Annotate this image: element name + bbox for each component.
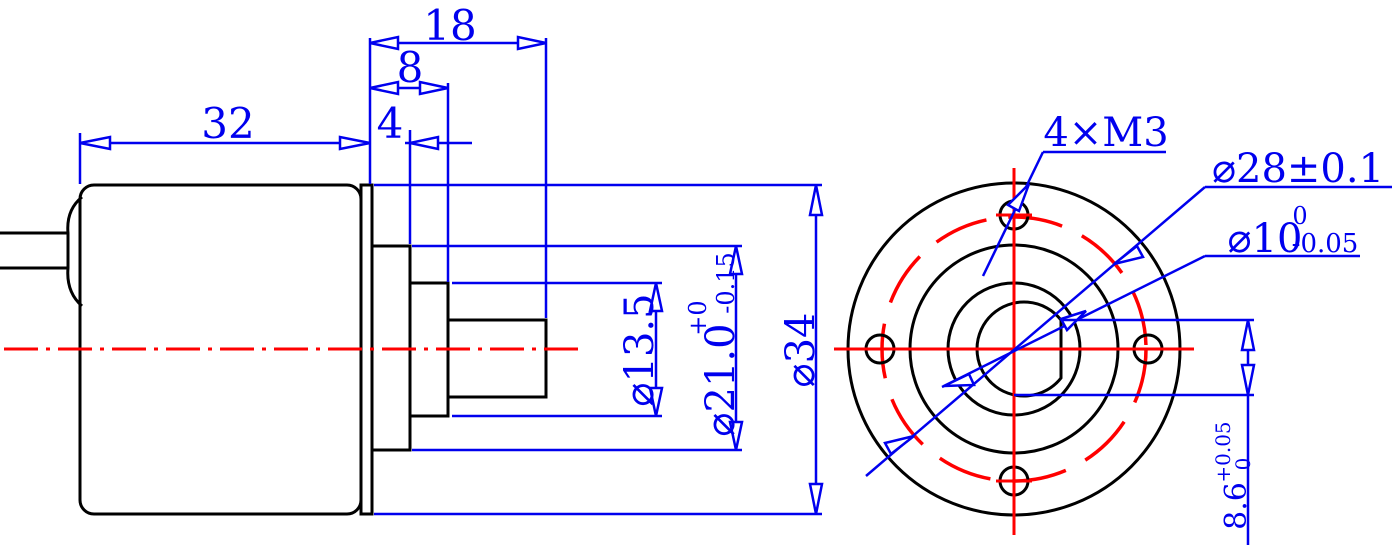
arrowhead [1005, 183, 1031, 213]
dim-shaft-tol-lower: -0.05 [1292, 229, 1359, 259]
dim-shaft-dia-label: ⌀13.5 [617, 293, 663, 406]
arrowhead [418, 80, 449, 96]
leader-pcd [865, 186, 1206, 477]
dim-shaft-dia-label-front: ⌀10 [1228, 216, 1303, 262]
arrowhead [808, 184, 824, 217]
arrowhead [943, 372, 976, 388]
front-view-dimensions: 4×M3 ⌀28±0.1 ⌀10 0 -0.05 8.6 +0.05 0 [865, 110, 1392, 545]
arrowhead [1240, 363, 1256, 396]
cable [0, 231, 68, 270]
dim-holes-label: 4×M3 [1043, 110, 1168, 156]
cable-gland [66, 195, 84, 308]
dim-pcd-label: ⌀28±0.1 [1212, 146, 1384, 192]
dim-flange-label: 4 [377, 99, 404, 148]
side-view [0, 183, 585, 516]
arrowhead [369, 35, 400, 51]
shaft [446, 318, 548, 399]
arrowhead [648, 386, 664, 417]
arrowhead [808, 482, 824, 515]
arrowhead [338, 135, 371, 151]
arrowhead [409, 135, 440, 151]
dim-flat-label: 8.6 [1219, 482, 1254, 530]
dim-boss-tol-lower: -0.15 [712, 252, 740, 314]
dim-shaft-length-label: 18 [423, 1, 476, 50]
arrowhead [883, 434, 915, 456]
dim-body-dia-label: ⌀34 [778, 313, 824, 388]
arrowhead [79, 135, 112, 151]
arrowhead [516, 35, 547, 51]
dim-boss-tol-upper: +0 [684, 300, 712, 335]
leader-holes [981, 151, 1045, 277]
arrowhead [369, 80, 400, 96]
arrowhead [728, 420, 744, 451]
dim-boss-dia-label: ⌀21.0 [698, 323, 744, 436]
dim-body-length-label: 32 [201, 99, 254, 148]
dim-flat-tol-lower: 0 [1231, 458, 1255, 471]
dim-flat-tol-upper: +0.05 [1211, 421, 1235, 482]
arrowhead [1240, 319, 1256, 352]
side-view-dimensions: 32 4 8 18 ⌀13.5 ⌀21.0 +0 -0.15 [78, 1, 824, 516]
dim-boss-label: 8 [397, 43, 424, 92]
dim-shaft-tol-upper: 0 [1292, 202, 1307, 230]
arrowhead [648, 282, 664, 313]
arrowhead [728, 245, 744, 276]
arrowhead [1113, 244, 1145, 266]
